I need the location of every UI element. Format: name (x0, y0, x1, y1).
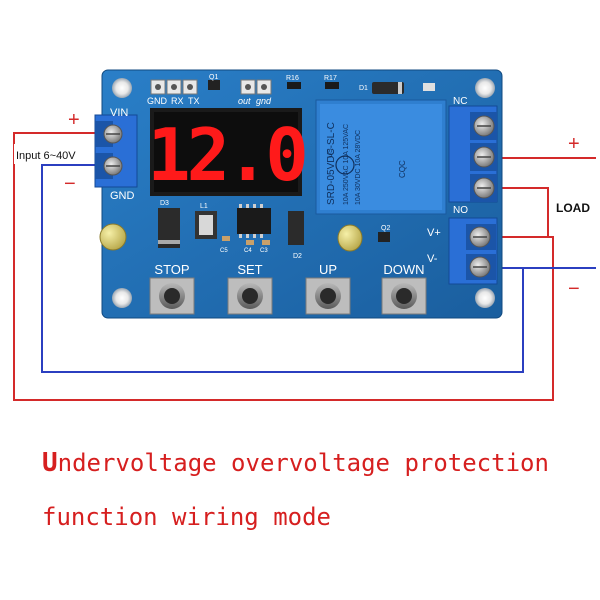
transistor-q1 (208, 80, 220, 90)
transistor-q2 (378, 232, 390, 242)
relay-terminal-block (448, 105, 498, 203)
diode-d3 (158, 208, 180, 248)
button-up[interactable] (305, 277, 351, 315)
label-vplus: V+ (427, 227, 441, 239)
label-q2: Q2 (381, 225, 390, 232)
diode-d1 (372, 82, 404, 94)
button-up-label: UP (319, 262, 337, 277)
input-plus-sign: + (68, 109, 80, 131)
capacitor-right (337, 224, 363, 252)
capacitor-left (99, 223, 127, 251)
load-label: LOAD (556, 201, 590, 215)
label-d3: D3 (160, 200, 169, 207)
button-set[interactable] (227, 277, 273, 315)
label-q1: Q1 (209, 74, 218, 81)
button-set-label: SET (237, 262, 262, 277)
annotations: + Input 6~40V − + LOAD − (14, 109, 590, 300)
label-r16: R16 (286, 75, 299, 82)
seven-segment-display: 12.0 (147, 108, 309, 197)
led-indicator (423, 83, 435, 91)
relay-rating-2: 10A 30VDC 10A 28VDC (355, 130, 362, 205)
label-r17: R17 (324, 75, 337, 82)
mounting-hole (112, 78, 132, 98)
label-c5: C5 (220, 248, 228, 254)
button-stop-label: STOP (154, 262, 189, 277)
resistor-r16 (287, 82, 301, 89)
mounting-hole (112, 288, 132, 308)
output-terminal-block (448, 217, 498, 285)
caption-line-1-rest: ndervoltage overvoltage protection (57, 449, 549, 477)
button-down[interactable] (381, 277, 427, 315)
label-c3: C3 (260, 248, 268, 254)
header-label-gnd2: gnd (256, 96, 272, 106)
label-vminus: V- (427, 253, 438, 265)
serial-header: GND RX TX (147, 79, 200, 106)
caption-first-letter: U (42, 448, 58, 478)
resistor-r17 (325, 82, 339, 89)
relay-model: SRD-05VDC-SL-C (326, 122, 337, 205)
red-wire-input-positive (13, 132, 554, 401)
label-nc: NC (453, 96, 467, 107)
label-c4: C4 (244, 248, 252, 254)
button-stop[interactable] (149, 277, 195, 315)
header-label-tx: TX (188, 96, 200, 106)
output-header: out gnd (238, 79, 272, 106)
capacitor-c5 (222, 236, 230, 241)
label-vin: VIN (110, 107, 128, 119)
input-minus-sign: − (64, 173, 76, 195)
relay-us-mark: US (327, 148, 334, 158)
load-plus-sign: + (568, 133, 580, 155)
display-readout: 12.0 (147, 113, 305, 197)
label-gnd-terminal: GND (110, 190, 135, 202)
mounting-hole (475, 78, 495, 98)
header-label-out: out (238, 96, 251, 106)
caption-line-2: function wiring mode (42, 503, 331, 531)
mounting-hole (475, 288, 495, 308)
label-d2: D2 (293, 253, 302, 260)
load-minus-sign: − (568, 278, 580, 300)
pcb-board: GND RX TX out gnd Q1 R16 R17 D1 (94, 69, 503, 319)
relay: SRD-05VDC-SL-C 10A 250VAC 10A 125VAC 10A… (315, 99, 447, 215)
wires (13, 132, 596, 401)
red-wire-no-to-load (485, 187, 549, 237)
header-label-rx: RX (171, 96, 184, 106)
capacitor-c4 (246, 240, 254, 245)
ic-chip (237, 208, 271, 234)
label-no: NO (453, 205, 468, 216)
label-l1: L1 (200, 203, 208, 210)
header-label-gnd: GND (147, 96, 168, 106)
input-voltage-label: Input 6~40V (16, 150, 76, 162)
caption-line-1: Undervoltage overvoltage protection (42, 448, 549, 478)
input-terminal-block (94, 114, 138, 188)
label-d1: D1 (359, 85, 368, 92)
diode-d2 (288, 211, 304, 245)
ul-logo-icon (335, 155, 355, 175)
relay-cqc-mark: CQC (398, 160, 407, 178)
capacitor-c3 (262, 240, 270, 245)
button-down-label: DOWN (383, 262, 424, 277)
relay-rating-1: 10A 250VAC 10A 125VAC (343, 124, 350, 205)
